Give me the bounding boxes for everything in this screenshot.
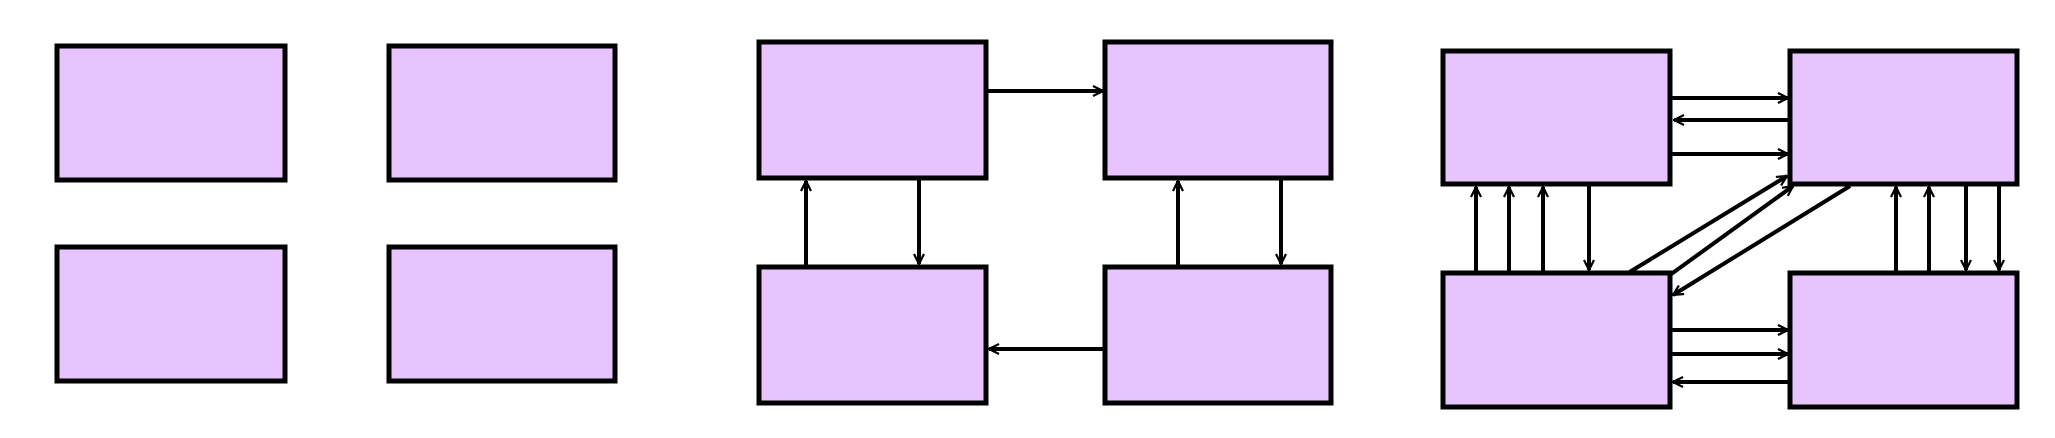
box-top-left — [1440, 48, 1673, 187]
box-top-right — [1102, 39, 1334, 181]
panel-2 — [756, 39, 1334, 406]
panel-3 — [1440, 48, 2020, 410]
box-bottom-left — [756, 264, 989, 406]
box-top-left — [54, 43, 288, 183]
arrow-bottom-left-to-top-right — [1626, 174, 1787, 275]
box-top-left — [756, 39, 989, 181]
box-bottom-right — [386, 244, 618, 384]
arrow-top-right-to-bottom-left — [1673, 184, 1852, 297]
box-bottom-left — [1440, 270, 1673, 410]
box-top-right — [386, 43, 618, 183]
panel-1 — [54, 43, 618, 384]
box-bottom-left — [54, 244, 288, 384]
box-bottom-right — [1102, 264, 1334, 406]
arrow-bottom-left-to-top-right — [1661, 184, 1793, 282]
box-top-right — [1787, 48, 2020, 187]
box-bottom-right — [1787, 270, 2020, 410]
